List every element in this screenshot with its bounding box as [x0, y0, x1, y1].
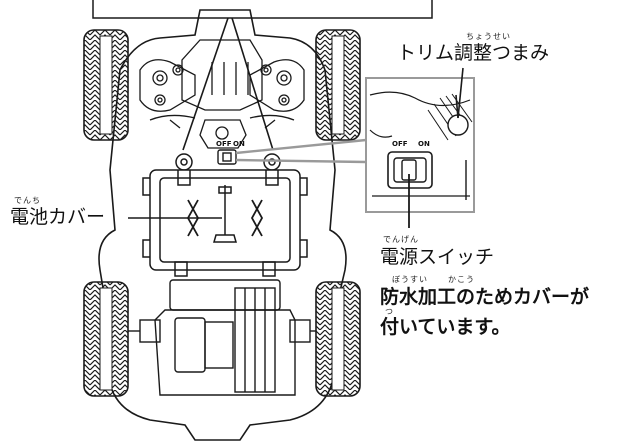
trim-pointer-line: [457, 67, 464, 119]
motor-gearbox: [128, 279, 316, 396]
front-right-tire: [315, 29, 361, 141]
chassis-outline: [98, 9, 347, 441]
waterproof-ruby-1: ぼうすい: [392, 275, 428, 284]
waterproof-note-line2: 付いています。: [380, 316, 511, 338]
callout-pointer-lines: [182, 17, 274, 151]
switch-off-mark: OFF: [216, 140, 232, 148]
battery-cover-ruby: でんち: [14, 196, 41, 205]
waterproof-ruby-3: つ: [385, 307, 394, 316]
rear-left-tire: [83, 281, 129, 397]
steering-assembly: [139, 39, 305, 149]
inset-switch-on-mark: ON: [418, 140, 430, 148]
rear-right-tire: [315, 281, 361, 397]
front-left-tire: [83, 29, 129, 141]
waterproof-ruby-2: かこう: [448, 275, 475, 284]
power-switch-on-car: [217, 149, 237, 165]
battery-cover-label: 電池カバー: [10, 206, 106, 228]
switch-on-mark: ON: [233, 140, 245, 148]
battery-cover: [142, 169, 308, 277]
trim-knob-ruby: ちょうせい: [466, 32, 511, 41]
power-switch-label: 電源スイッチ: [380, 246, 495, 268]
trim-knob-label: トリム調整つまみ: [397, 42, 550, 64]
inset-connector-lines: [235, 138, 367, 164]
top-callout-box: [92, 0, 433, 19]
inset-detail-box: [365, 77, 475, 213]
waterproof-note-line1: 防水加工のためカバーが: [380, 286, 590, 308]
power-switch-ruby: でんげん: [383, 235, 419, 244]
inset-switch-off-mark: OFF: [392, 140, 408, 148]
